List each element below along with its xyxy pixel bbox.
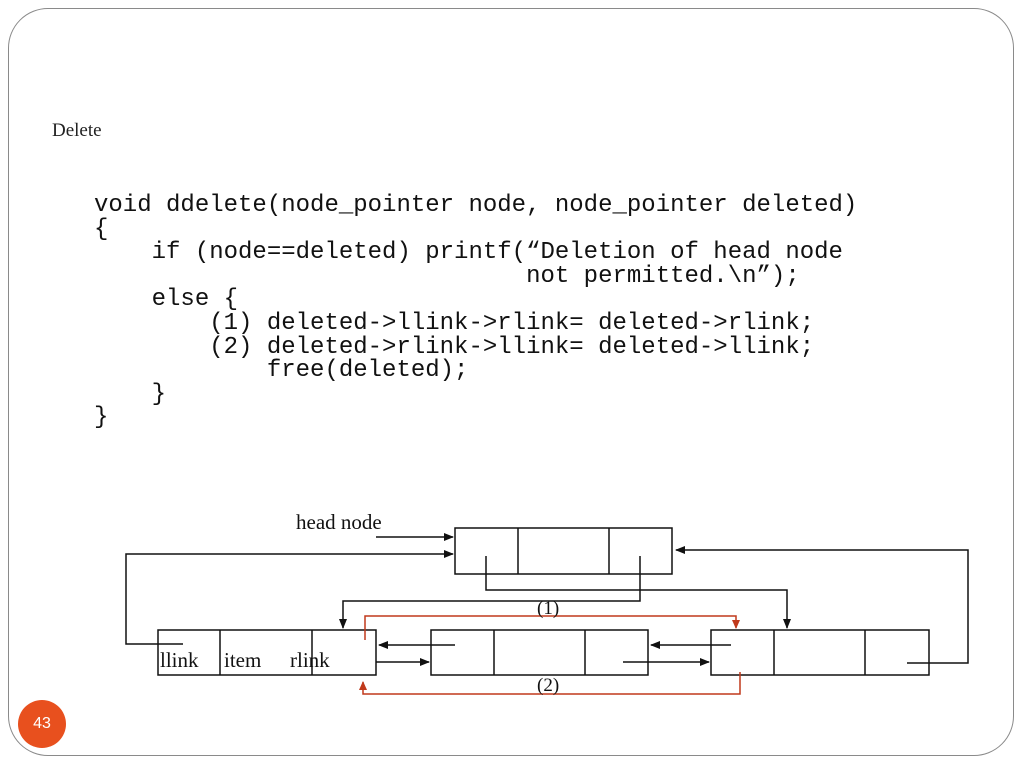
code-line: free(deleted); xyxy=(94,357,469,385)
code-line: } xyxy=(94,404,109,432)
step-1-arrow xyxy=(364,615,740,640)
head-rlink-arrow xyxy=(339,556,641,629)
step-1-label: (1) xyxy=(537,598,559,619)
node-left xyxy=(157,629,377,676)
loop-left-arrow xyxy=(125,550,454,645)
node-deleted xyxy=(430,629,649,676)
slide-title: Delete xyxy=(52,120,102,141)
code-line: } xyxy=(94,380,167,408)
code-line: if (node==deleted) printf(“Deletion of h… xyxy=(94,239,843,267)
code-line: (2) deleted->rlink->llink= deleted->llin… xyxy=(94,333,815,361)
page-number-badge: 43 xyxy=(18,700,66,748)
code-line: void ddelete(node_pointer node, node_poi… xyxy=(94,192,858,219)
slide-frame xyxy=(8,8,1014,756)
code-line: (1) deleted->llink->rlink= deleted->rlin… xyxy=(94,309,815,337)
code-line: not permitted.\n”); xyxy=(94,262,800,290)
step-2-label: (2) xyxy=(537,675,559,696)
page-number: 43 xyxy=(33,715,51,732)
field-label-item: item xyxy=(224,648,261,672)
loop-right-arrow xyxy=(675,546,969,664)
head-llink-arrow xyxy=(485,556,791,629)
code-line: { xyxy=(94,215,109,243)
node-right xyxy=(710,629,930,676)
step-2-arrow xyxy=(359,672,741,695)
code-line: else { xyxy=(94,286,239,314)
head-node-label: head node xyxy=(296,510,382,534)
head-node xyxy=(454,527,673,575)
code-block: void ddelete(node_pointer node, node_poi… xyxy=(94,194,857,430)
field-label-rlink: rlink xyxy=(290,648,330,672)
field-label-llink: llink xyxy=(160,648,199,672)
